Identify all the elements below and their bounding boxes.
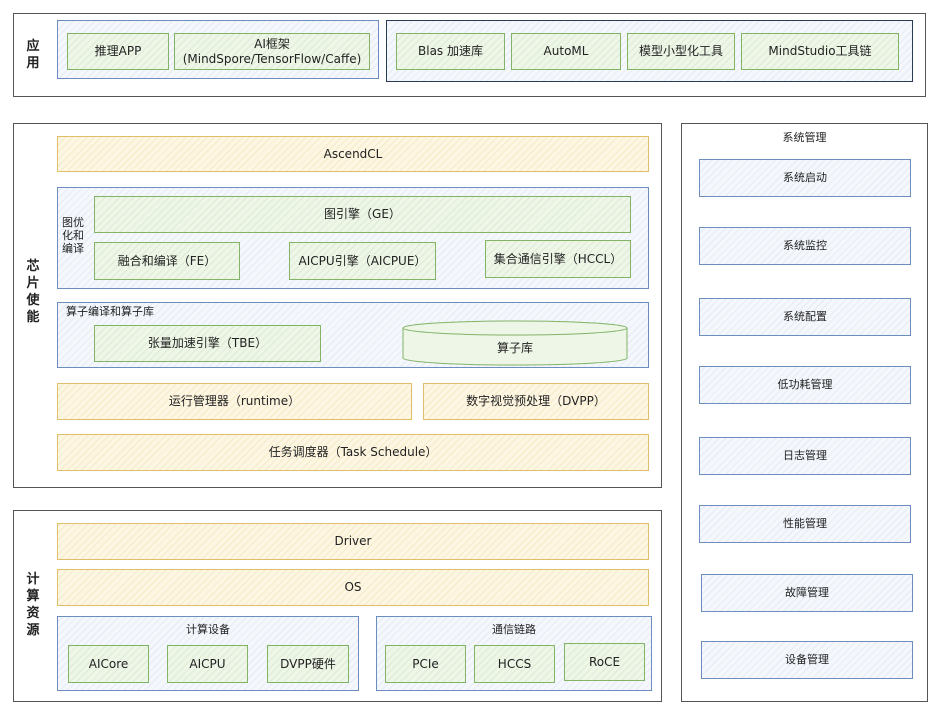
roce-label: RoCE	[588, 654, 621, 669]
driver-label: Driver	[334, 534, 372, 548]
compute-devices-group: 计算设备 AICore AICPU DVPP硬件	[57, 616, 359, 691]
low-power-management-box: 低功耗管理	[699, 366, 911, 404]
chip-enablement-layer: 芯片使能 AscendCL 图优化和编译 图引擎（GE） 融合和编译（FE） A…	[13, 123, 662, 488]
dvpp-box: 数字视觉预处理（DVPP）	[423, 383, 649, 420]
system-config-label: 系统配置	[783, 310, 827, 323]
inference-app-box: 推理APP	[67, 33, 169, 70]
task-schedule-label: 任务调度器（Task Schedule）	[268, 445, 438, 459]
pcie-label: PCIe	[412, 656, 439, 671]
system-config-box: 系统配置	[699, 298, 911, 336]
compute-resources-layer: 计算资源 Driver OS 计算设备 AICore AICPU DVPP硬件 …	[13, 510, 662, 702]
compute-devices-label: 计算设备	[186, 623, 230, 636]
system-startup-box: 系统启动	[699, 159, 911, 197]
task-schedule-box: 任务调度器（Task Schedule）	[57, 434, 649, 471]
aicpue-label: AICPU引擎（AICPUE）	[298, 253, 427, 268]
mindstudio-label: MindStudio工具链	[768, 44, 872, 58]
log-management-label: 日志管理	[783, 449, 827, 462]
system-monitoring-label: 系统监控	[783, 239, 827, 252]
aicpu-label: AICPU	[189, 656, 226, 671]
ascendcl-box: AscendCL	[57, 136, 649, 172]
fe-label: 融合和编译（FE）	[117, 253, 217, 268]
runtime-label: 运行管理器（runtime）	[168, 394, 301, 408]
model-compression-box: 模型小型化工具	[627, 33, 735, 70]
fault-management-label: 故障管理	[785, 586, 829, 599]
inference-app-label: 推理APP	[94, 44, 142, 58]
operator-library-label: 算子库	[496, 340, 533, 355]
application-layer: 应用 推理APP AI框架 (MindSpore/TensorFlow/Caff…	[13, 13, 926, 97]
fe-box: 融合和编译（FE）	[94, 242, 240, 280]
blas-library-label: Blas 加速库	[418, 44, 483, 58]
communication-links-label: 通信链路	[492, 623, 536, 636]
ai-framework-subtitle: (MindSpore/TensorFlow/Caffe)	[182, 51, 362, 66]
runtime-box: 运行管理器（runtime）	[57, 383, 412, 420]
blas-library-box: Blas 加速库	[396, 33, 505, 70]
driver-box: Driver	[57, 523, 649, 560]
operator-library-cylinder	[402, 320, 628, 366]
application-layer-label: 应用	[26, 39, 40, 71]
os-box: OS	[57, 569, 649, 606]
compute-resources-label: 计算资源	[26, 572, 40, 638]
graph-engine-label: 图引擎（GE）	[324, 207, 401, 221]
hccs-box: HCCS	[474, 645, 555, 683]
system-management-panel: 系统管理 系统启动 系统监控 系统配置 低功耗管理 日志管理 性能管理 故障管理…	[681, 123, 928, 702]
automl-box: AutoML	[511, 33, 621, 70]
aicpu-box: AICPU	[167, 645, 248, 683]
ai-framework-box: AI框架 (MindSpore/TensorFlow/Caffe)	[174, 33, 370, 70]
tbe-box: 张量加速引擎（TBE）	[94, 325, 321, 362]
mindstudio-box: MindStudio工具链	[741, 33, 899, 70]
graph-engine-box: 图引擎（GE）	[94, 196, 631, 233]
os-label: OS	[344, 580, 362, 594]
aicore-box: AICore	[68, 645, 149, 683]
low-power-management-label: 低功耗管理	[777, 378, 833, 391]
operator-group-label: 算子编译和算子库	[66, 305, 154, 318]
graph-optimization-label: 图优化和编译	[62, 216, 84, 255]
device-management-box: 设备管理	[701, 641, 913, 679]
dvpp-hardware-label: DVPP硬件	[280, 656, 336, 671]
system-monitoring-box: 系统监控	[699, 227, 911, 265]
performance-management-box: 性能管理	[699, 505, 911, 543]
graph-optimization-group: 图优化和编译 图引擎（GE） 融合和编译（FE） AICPU引擎（AICPUE）…	[57, 187, 649, 289]
communication-links-group: 通信链路 PCIe HCCS RoCE	[376, 616, 652, 691]
operator-group: 算子编译和算子库 张量加速引擎（TBE） 算子库	[57, 302, 649, 368]
dvpp-label: 数字视觉预处理（DVPP）	[466, 394, 606, 408]
dvpp-hardware-box: DVPP硬件	[267, 645, 349, 683]
app-framework-group: 推理APP AI框架 (MindSpore/TensorFlow/Caffe)	[57, 20, 379, 79]
system-startup-label: 系统启动	[783, 171, 827, 184]
tbe-label: 张量加速引擎（TBE）	[147, 336, 268, 350]
hccs-label: HCCS	[497, 656, 532, 671]
aicpue-box: AICPU引擎（AICPUE）	[289, 242, 436, 280]
log-management-box: 日志管理	[699, 437, 911, 475]
hccl-box: 集合通信引擎（HCCL）	[485, 240, 631, 278]
performance-management-label: 性能管理	[783, 517, 827, 530]
roce-box: RoCE	[564, 643, 645, 681]
model-compression-label: 模型小型化工具	[638, 44, 723, 58]
hccl-label: 集合通信引擎（HCCL）	[493, 251, 623, 266]
system-management-title: 系统管理	[782, 131, 827, 144]
fault-management-box: 故障管理	[701, 574, 913, 612]
automl-label: AutoML	[543, 44, 589, 58]
aicore-label: AICore	[88, 656, 129, 671]
ai-framework-label: AI框架	[254, 36, 290, 51]
ascendcl-label: AscendCL	[323, 146, 383, 161]
chip-enablement-label: 芯片使能	[26, 259, 40, 325]
device-management-label: 设备管理	[785, 653, 829, 666]
app-tools-group: Blas 加速库 AutoML 模型小型化工具 MindStudio工具链	[386, 20, 913, 82]
pcie-box: PCIe	[385, 645, 466, 683]
